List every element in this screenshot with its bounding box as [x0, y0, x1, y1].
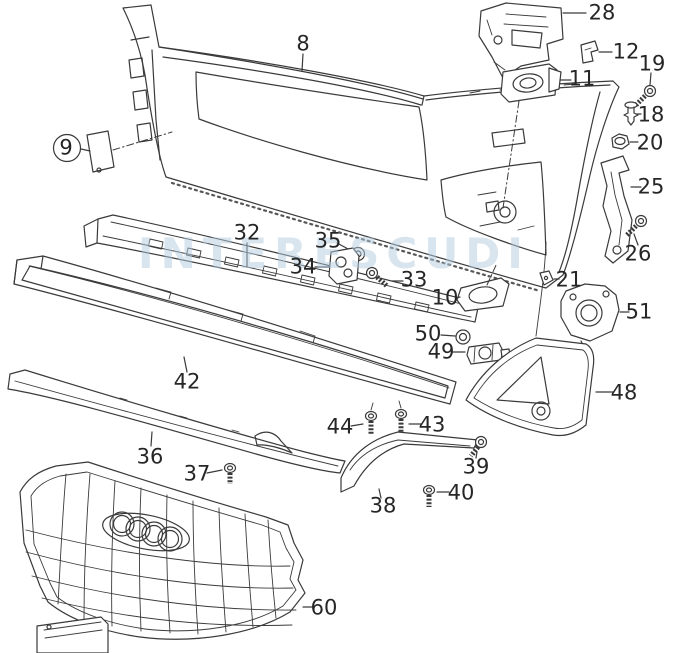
screw-44-drawing — [350, 402, 378, 434]
fog-light-bracket-drawing — [560, 283, 630, 348]
nut-drawing — [611, 133, 639, 150]
callout-37[interactable]: 37 — [183, 461, 211, 486]
callout-49[interactable]: 49 — [427, 339, 455, 364]
callout-51[interactable]: 51 — [625, 299, 653, 324]
sensor-bracket-drawing — [314, 247, 360, 285]
washer-cover-10-drawing — [455, 262, 510, 312]
callout-11[interactable]: 11 — [568, 66, 596, 91]
callout-42[interactable]: 42 — [173, 369, 201, 394]
callout-33[interactable]: 33 — [400, 267, 428, 292]
callout-35[interactable]: 35 — [314, 228, 342, 253]
callout-18[interactable]: 18 — [637, 102, 665, 127]
callout-34[interactable]: 34 — [289, 254, 317, 279]
expanding-clip-drawing — [623, 101, 642, 126]
callout-43[interactable]: 43 — [418, 412, 446, 437]
callout-20[interactable]: 20 — [636, 130, 664, 155]
highlight-circle-9 — [52, 133, 82, 163]
callout-44[interactable]: 44 — [326, 414, 354, 439]
energy-absorber-drawing — [13, 255, 457, 405]
callout-12[interactable]: 12 — [612, 39, 640, 64]
screw-43-drawing — [394, 400, 422, 432]
fog-light-grille-drawing — [465, 337, 614, 437]
screw-40-drawing — [422, 484, 450, 507]
callout-50[interactable]: 50 — [414, 321, 442, 346]
callout-26[interactable]: 26 — [624, 241, 652, 266]
license-plate-holder-drawing — [36, 616, 109, 653]
callout-19[interactable]: 19 — [638, 51, 666, 76]
radiator-grille-drawing — [19, 461, 314, 640]
screw-37-drawing — [206, 462, 237, 484]
callout-9[interactable]: 9 — [59, 135, 73, 160]
impact-bar-drawing — [83, 214, 480, 323]
callout-39[interactable]: 39 — [462, 454, 490, 479]
screw-39-drawing — [469, 435, 488, 459]
trim-strip-drawing — [340, 431, 479, 499]
callout-21[interactable]: 21 — [555, 267, 583, 292]
clip-21-drawing — [539, 270, 560, 286]
callout-60[interactable]: 60 — [310, 595, 338, 620]
callout-48[interactable]: 48 — [610, 380, 638, 405]
audi-rings-logo — [102, 511, 190, 552]
side-guide-bracket-drawing — [600, 155, 642, 264]
callout-28[interactable]: 28 — [588, 0, 616, 25]
callout-25[interactable]: 25 — [637, 174, 665, 199]
callout-38[interactable]: 38 — [369, 493, 397, 518]
mounting-bracket-drawing — [478, 2, 587, 79]
tow-hook-cover-drawing — [80, 130, 115, 173]
screw-33-drawing — [365, 266, 404, 288]
retaining-clip-drawing — [580, 40, 613, 64]
spoiler-lip-drawing — [7, 369, 346, 474]
parking-sensor-drawing — [452, 342, 511, 365]
callout-8[interactable]: 8 — [296, 31, 310, 56]
sensor-grommet-drawing — [440, 329, 471, 345]
screw-26-drawing — [624, 214, 648, 246]
bumper-cover-drawing — [112, 4, 620, 337]
callout-32[interactable]: 32 — [233, 220, 261, 245]
screw-19-drawing — [634, 72, 657, 107]
washer-cover-11-drawing — [500, 63, 572, 103]
callout-10[interactable]: 10 — [431, 285, 459, 310]
callout-36[interactable]: 36 — [136, 444, 164, 469]
callout-40[interactable]: 40 — [447, 480, 475, 505]
